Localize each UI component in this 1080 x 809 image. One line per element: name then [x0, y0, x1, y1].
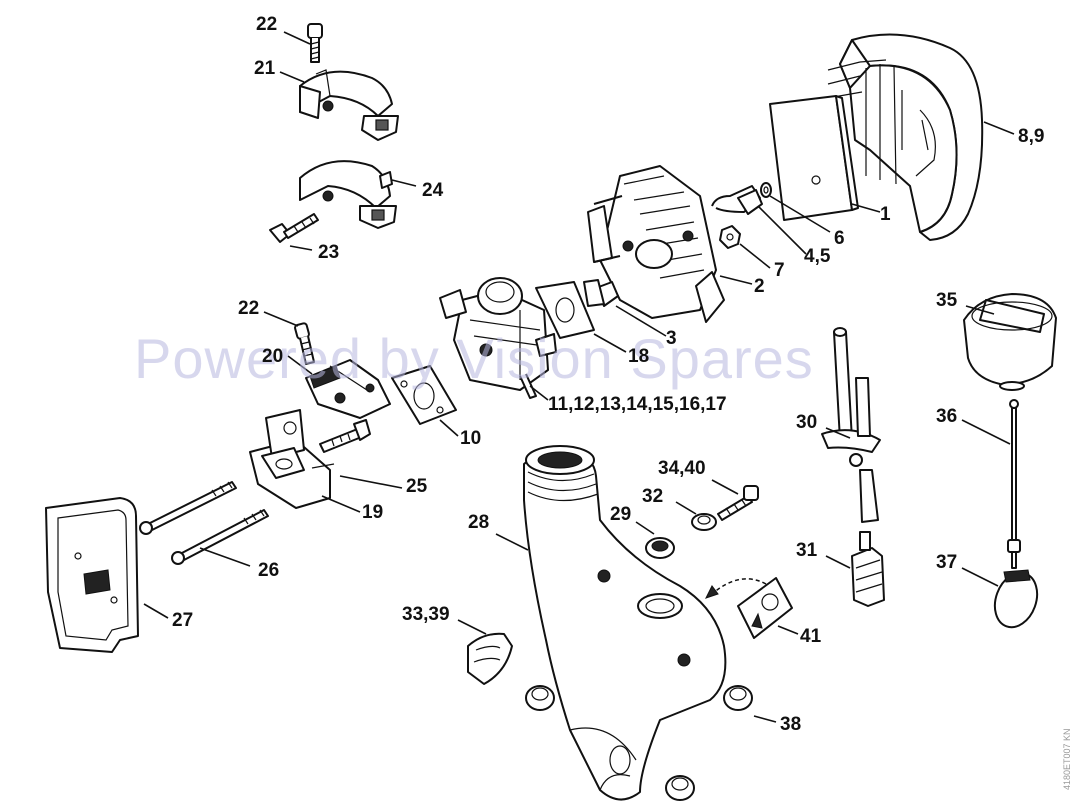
part-41-warning-label[interactable]	[737, 577, 793, 639]
part-35-fuel-cap[interactable]	[963, 293, 1057, 391]
part-31-fuel-filter[interactable]	[851, 531, 885, 607]
part-19-intake-manifold[interactable]	[249, 409, 335, 509]
callout-33-39: 33,39	[402, 604, 450, 625]
part-18-gasket[interactable]	[535, 281, 595, 339]
label-direction-arrow	[705, 578, 767, 599]
part-25-screw[interactable]	[319, 419, 371, 453]
callout-3: 3	[666, 328, 677, 349]
callout-18: 18	[628, 346, 649, 367]
callout-6: 6	[834, 228, 845, 249]
part-28-engine-housing-tube[interactable]	[523, 445, 727, 801]
part-38-grommet-3[interactable]	[665, 775, 695, 801]
callout-19: 19	[362, 502, 383, 523]
callout-26: 26	[258, 560, 279, 581]
part-7-nut[interactable]	[719, 225, 741, 249]
part-27-heat-shield[interactable]	[45, 497, 139, 653]
drawing-code: 4180ET007 KN	[1062, 728, 1072, 790]
callout-25: 25	[406, 476, 428, 497]
part-32-bushing[interactable]	[691, 513, 717, 531]
callout-11-17: 11,12,13,14,15,16,17	[548, 394, 727, 415]
callout-37: 37	[936, 552, 957, 573]
part-20-insulator-block[interactable]	[305, 359, 391, 419]
callout-23: 23	[318, 242, 339, 263]
part-22-screw-top[interactable]	[307, 23, 323, 63]
callout-24: 24	[422, 180, 444, 201]
part-37-fuel-pickup-ring[interactable]	[988, 539, 1045, 633]
callout-2: 2	[754, 276, 765, 297]
callout-8-9: 8,9	[1018, 126, 1044, 147]
part-38-grommet-2[interactable]	[723, 685, 753, 711]
part-26-long-bolt-2[interactable]	[171, 509, 269, 565]
watermark-text: Powered by Vision Spares	[134, 327, 814, 390]
callout-32: 32	[642, 486, 663, 507]
part-2-filter-housing[interactable]	[587, 165, 725, 323]
part-3-lever[interactable]	[583, 279, 619, 307]
part-11-17-carburetor[interactable]	[439, 277, 557, 399]
callout-7: 7	[774, 260, 785, 281]
part-36-retainer-cord[interactable]	[1009, 399, 1019, 541]
part-24-shroud-lower[interactable]	[299, 160, 397, 229]
callout-34-40: 34,40	[658, 458, 706, 479]
part-26-long-bolt-1[interactable]	[139, 481, 237, 535]
callout-31: 31	[796, 540, 818, 561]
part-34-40-screw[interactable]	[717, 485, 759, 521]
part-8-9-air-filter-cover[interactable]	[827, 33, 984, 241]
callout-38: 38	[780, 714, 801, 735]
callout-30: 30	[796, 412, 817, 433]
callout-35: 35	[936, 290, 958, 311]
part-29-grommet[interactable]	[645, 537, 675, 559]
part-6-washer[interactable]	[760, 182, 772, 198]
callout-41: 41	[800, 626, 822, 647]
part-4-5-choke-clip[interactable]	[711, 185, 763, 215]
part-23-bolt[interactable]	[269, 213, 319, 243]
callout-4-5: 4,5	[804, 246, 831, 267]
part-22-screw-lower[interactable]	[294, 322, 315, 365]
callout-10: 10	[460, 428, 481, 449]
callout-27: 27	[172, 610, 193, 631]
part-33-39-clip[interactable]	[467, 632, 513, 685]
callout-28: 28	[468, 512, 489, 533]
callout-36: 36	[936, 406, 957, 427]
callout-22-lower: 22	[238, 298, 259, 319]
callout-21: 21	[254, 58, 276, 79]
callout-29: 29	[610, 504, 631, 525]
part-21-shroud[interactable]	[299, 69, 399, 141]
part-10-gasket[interactable]	[391, 365, 457, 425]
part-38-grommet-1[interactable]	[525, 685, 555, 711]
callout-20: 20	[262, 346, 283, 367]
callout-1: 1	[880, 204, 891, 225]
leader-lines	[143, 31, 1015, 723]
part-1-air-filter[interactable]	[769, 95, 859, 221]
callout-22-top: 22	[256, 14, 277, 35]
part-30-fuel-line[interactable]	[821, 327, 881, 523]
